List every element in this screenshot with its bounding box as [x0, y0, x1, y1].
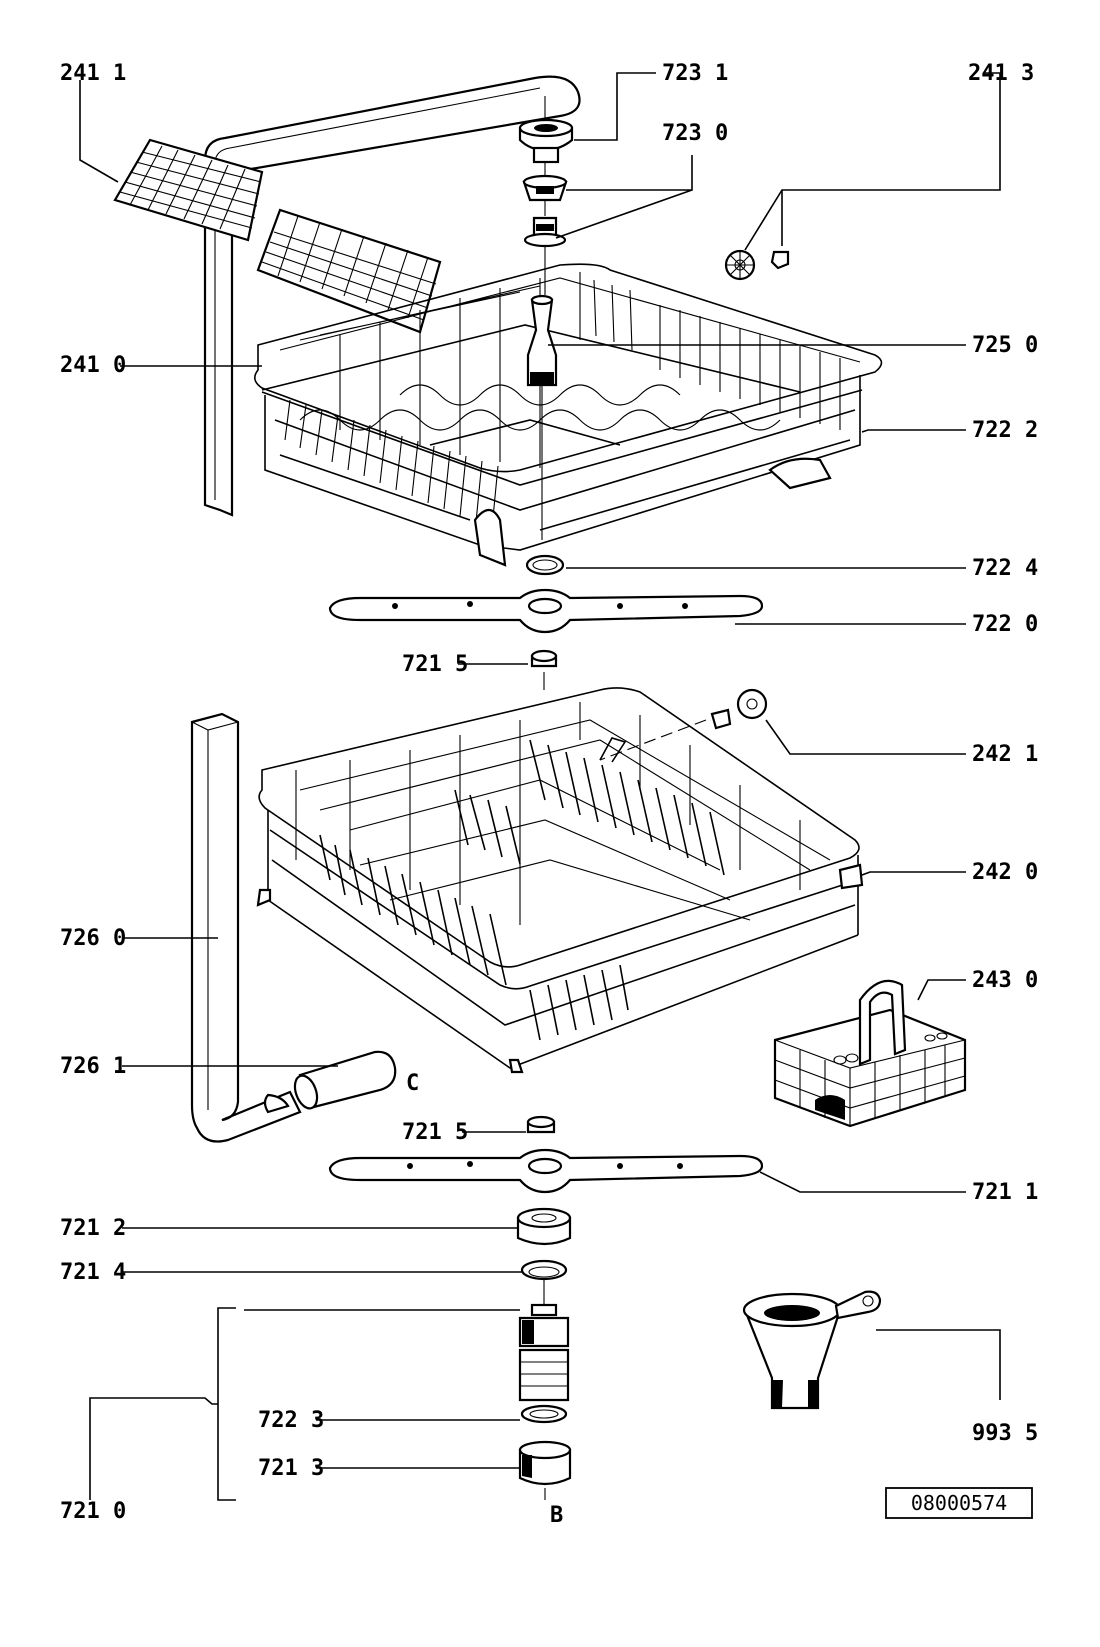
label-C: C — [406, 1071, 419, 1096]
label-722-2: 722 2 — [972, 418, 1038, 443]
label-721-2: 721 2 — [60, 1216, 126, 1241]
label-993-5: 993 5 — [972, 1421, 1038, 1446]
label-722-4: 722 4 — [972, 556, 1038, 581]
upper-spray-nozzle — [526, 294, 558, 540]
salt-funnel — [742, 1290, 882, 1410]
upper-basket — [254, 263, 883, 567]
label-723-0: 723 0 — [662, 121, 728, 146]
basket-wheel-upper — [724, 249, 790, 281]
cutlery-shelf-left — [113, 138, 264, 242]
label-722-3: 722 3 — [258, 1408, 324, 1433]
label-723-1: 723 1 — [662, 61, 728, 86]
label-242-1: 242 1 — [972, 742, 1038, 767]
label-241-3: 241 3 — [968, 61, 1034, 86]
lower-basket — [256, 687, 864, 1074]
label-726-0: 726 0 — [60, 926, 126, 951]
drawing-number-box: 08000574 — [885, 1487, 1033, 1519]
bearing-721-2 — [516, 1207, 572, 1246]
label-242-0: 242 0 — [972, 860, 1038, 885]
label-241-0: 241 0 — [60, 353, 126, 378]
nut-721-5-lower — [526, 1115, 556, 1134]
part-labels: 241 1 723 1 241 3 723 0 241 0 725 0 722 … — [60, 61, 1038, 1528]
ring-721-4 — [520, 1259, 568, 1281]
label-721-5-lower: 721 5 — [402, 1120, 468, 1145]
lower-feed-pipe — [190, 712, 302, 1143]
cutlery-shelf-right — [256, 208, 442, 334]
label-721-0: 721 0 — [60, 1499, 126, 1524]
label-722-0: 722 0 — [972, 612, 1038, 637]
label-725-0: 725 0 — [972, 333, 1038, 358]
label-241-1: 241 1 — [60, 61, 126, 86]
connector-tube-726-1 — [293, 1050, 397, 1110]
leader-lines — [79, 72, 1001, 1501]
drawing-number: 08000574 — [911, 1491, 1007, 1515]
basket-wheel-lower — [599, 688, 768, 761]
upper-spray-arm — [328, 588, 764, 634]
cutlery-basket — [773, 979, 967, 1128]
label-721-5-upper: 721 5 — [402, 652, 468, 677]
label-721-3: 721 3 — [258, 1456, 324, 1481]
label-721-4: 721 4 — [60, 1260, 126, 1285]
spray-arm-support — [518, 1280, 572, 1500]
seal-ring-722-4 — [525, 554, 565, 576]
label-721-1: 721 1 — [972, 1180, 1038, 1205]
nut-721-5-upper — [530, 649, 558, 690]
lower-spray-arm — [328, 1148, 764, 1194]
label-B: B — [550, 1503, 563, 1528]
upper-connector-parts — [518, 96, 574, 295]
label-726-1: 726 1 — [60, 1054, 126, 1079]
label-243-0: 243 0 — [972, 968, 1038, 993]
